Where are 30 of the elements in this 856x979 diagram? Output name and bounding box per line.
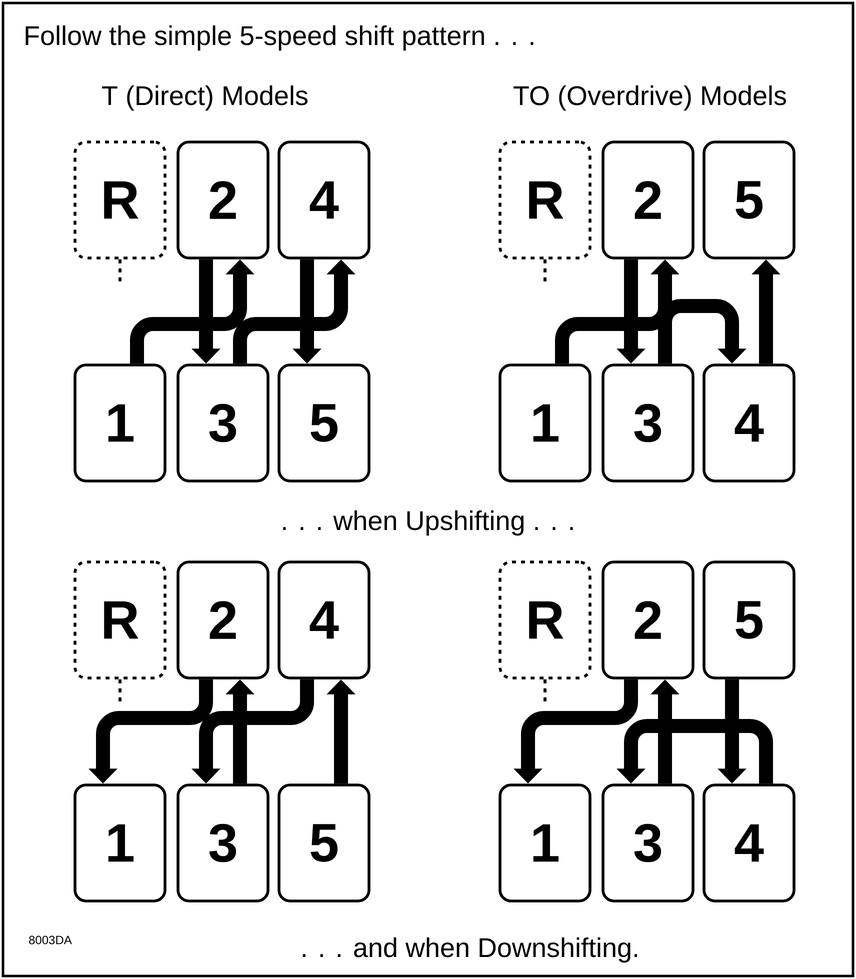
gear-box: 2 (176, 560, 270, 680)
gear-box: 5 (702, 140, 796, 260)
gear-box: 1 (498, 784, 592, 902)
gear-box: 4 (702, 364, 796, 482)
gear-box: 1 (74, 784, 166, 902)
gear-box: 1 (498, 364, 592, 482)
title: Follow the simple 5-speed shift pattern . . . (26, 25, 534, 51)
section-caption: . . . when Upshifting . . . (283, 510, 573, 536)
gear-box: 5 (278, 784, 370, 902)
gear-box: 2 (602, 560, 694, 680)
gear-box: 1 (74, 364, 166, 482)
gear-box: 3 (602, 784, 694, 902)
gear-box: 2 (602, 140, 694, 260)
gear-box: 4 (702, 784, 796, 902)
reverse-gate-box: R (74, 560, 166, 680)
gear-box: 3 (176, 364, 270, 482)
section-caption: . . . and when Downshifting. (302, 937, 638, 963)
gear-box: 3 (176, 784, 270, 902)
reverse-gate-box: R (74, 140, 166, 260)
gear-box: 5 (278, 364, 370, 482)
panel-heading: TO (Overdrive) Models (514, 85, 786, 111)
gear-box: 3 (602, 364, 694, 482)
panel-heading: T (Direct) Models (102, 85, 308, 111)
figure-code: 8003DA (29, 936, 72, 944)
gear-box: 5 (702, 560, 796, 680)
gear-box: 2 (176, 140, 270, 260)
reverse-gate-box: R (498, 560, 592, 680)
reverse-gate-box: R (498, 140, 592, 260)
gear-box: 4 (278, 140, 370, 260)
gear-box: 4 (278, 560, 370, 680)
